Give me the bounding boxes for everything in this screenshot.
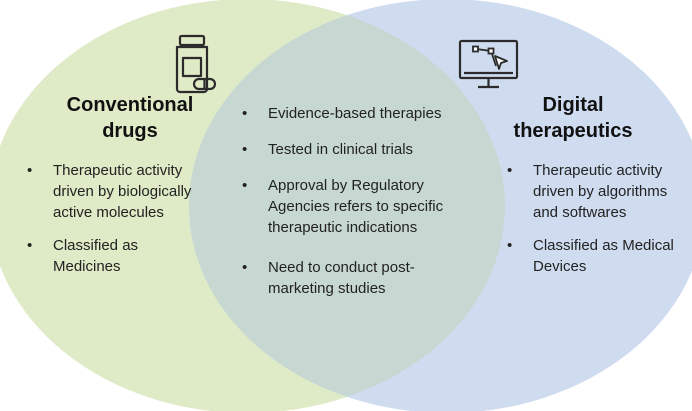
- list-item: Classified as Medical Devices: [503, 235, 681, 277]
- list-item: Need to conduct post-marketing studies: [238, 257, 478, 299]
- list-item: Therapeutic activity driven by biologica…: [23, 160, 193, 223]
- conventional-drugs-title: Conventional drugs: [66, 94, 194, 142]
- cursor-icon: [472, 45, 508, 70]
- list-item: Classified as Medicines: [23, 235, 193, 277]
- list-item: Therapeutic activity driven by algorithm…: [503, 160, 681, 223]
- capsule-icon: [192, 77, 217, 91]
- computer-monitor-icon: [458, 39, 519, 89]
- digital-therapeutics-title: Digital therapeutics: [513, 94, 633, 142]
- center-bullet-list: Evidence-based therapies Tested in clini…: [238, 103, 478, 314]
- list-item: Evidence-based therapies: [238, 103, 478, 124]
- left-bullet-list: Therapeutic activity driven by biologica…: [23, 160, 193, 289]
- right-bullet-list: Therapeutic activity driven by algorithm…: [503, 160, 681, 289]
- list-item: Tested in clinical trials: [238, 139, 478, 160]
- list-item: Approval by Regulatory Agencies refers t…: [238, 175, 478, 238]
